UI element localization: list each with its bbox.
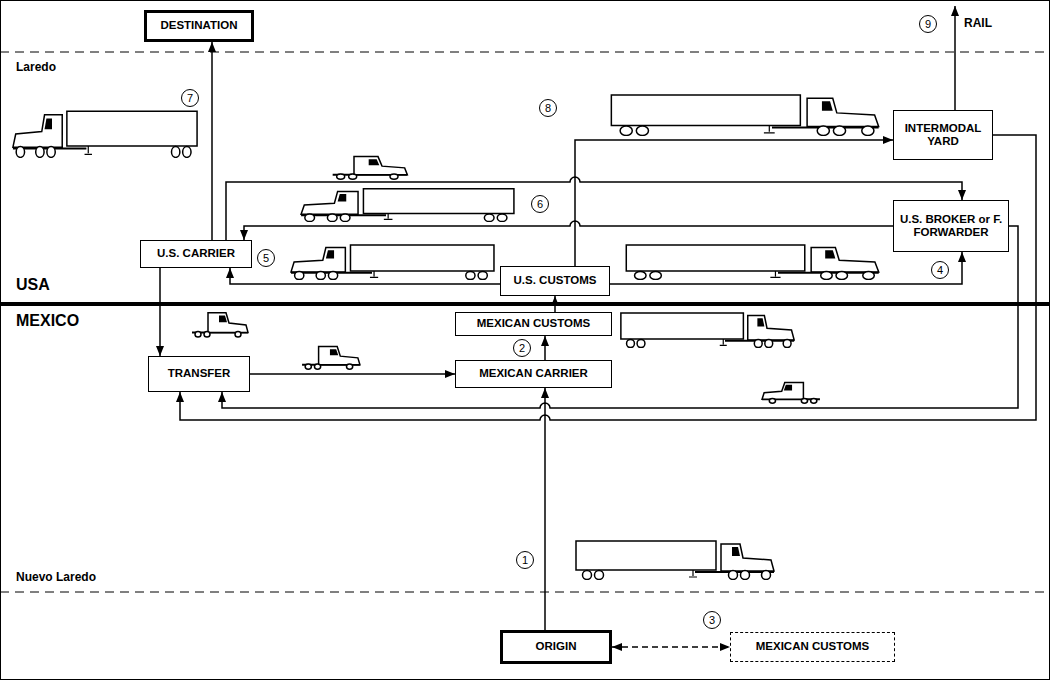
box-text: MEXICAN CUSTOMS	[477, 317, 591, 330]
place-box: U.S. CUSTOMS	[500, 266, 610, 296]
tractor-figure	[333, 157, 408, 180]
flow-arrow	[610, 252, 962, 284]
flow-arrow	[230, 268, 500, 284]
flow-arrow	[612, 646, 730, 648]
tractor-figure	[192, 313, 248, 337]
box-text: MEXICAN CARRIER	[479, 367, 588, 380]
truck-figure	[13, 111, 197, 157]
region-label: USA	[16, 276, 50, 294]
truck-figure	[611, 95, 878, 135]
flow-arrow	[222, 226, 1018, 408]
box-text: U.S. CUSTOMS	[514, 274, 597, 287]
region-label: Laredo	[16, 60, 56, 74]
flow-arrow	[226, 177, 962, 240]
callout-number: 4	[931, 261, 949, 279]
flow-arrow	[211, 42, 213, 240]
callout-number: 2	[513, 339, 531, 357]
callout-number: 6	[531, 195, 549, 213]
region-label: RAIL	[964, 16, 992, 30]
box-text: DESTINATION	[160, 19, 237, 32]
optional-box: MEXICAN CUSTOMS	[730, 632, 895, 662]
flow-arrow	[544, 388, 546, 630]
truck-figure	[301, 189, 514, 222]
place-box: U.S. BROKER or F. FORWARDER	[893, 200, 1009, 252]
tractor-figure	[762, 382, 820, 403]
flow-arrow	[244, 221, 893, 240]
flow-arrow	[575, 140, 893, 266]
box-text: MEXICAN CUSTOMS	[756, 640, 870, 653]
box-text: U.S. CARRIER	[157, 247, 235, 260]
box-text: ORIGIN	[536, 640, 577, 653]
region-label: MEXICO	[16, 312, 79, 330]
truck-figure	[621, 313, 794, 348]
flow-arrow	[180, 135, 1036, 420]
tractor-figure	[302, 347, 360, 370]
flow-arrow	[554, 296, 556, 312]
rail-arrow	[954, 6, 956, 110]
box-text: U.S. BROKER or F. FORWARDER	[898, 213, 1004, 239]
callout-number: 3	[703, 611, 721, 629]
place-box: MEXICAN CUSTOMS	[455, 312, 612, 336]
place-box: INTERMODAL YARD	[893, 110, 993, 160]
place-box: TRANSFER	[148, 356, 250, 392]
truck-figure	[626, 245, 878, 280]
callout-number: 5	[257, 249, 275, 267]
callout-number: 7	[181, 89, 199, 107]
endpoint-box: DESTINATION	[144, 10, 254, 42]
truck-figure	[291, 245, 494, 280]
flow-arrow	[544, 336, 546, 360]
box-text: TRANSFER	[168, 367, 231, 380]
border-line	[0, 302, 1050, 306]
region-label: Nuevo Laredo	[16, 570, 96, 584]
callout-number: 1	[516, 551, 534, 569]
flow-arrow	[159, 268, 161, 356]
city-boundary	[0, 592, 1050, 593]
place-box: U.S. CARRIER	[140, 240, 252, 268]
box-text: INTERMODAL YARD	[898, 122, 988, 148]
flow-arrow	[250, 373, 455, 375]
truck-figure	[576, 541, 774, 580]
callout-number: 8	[539, 99, 557, 117]
city-boundary	[0, 52, 1050, 53]
callout-number: 9	[919, 15, 937, 33]
place-box: MEXICAN CARRIER	[455, 360, 612, 388]
endpoint-box: ORIGIN	[500, 630, 612, 664]
